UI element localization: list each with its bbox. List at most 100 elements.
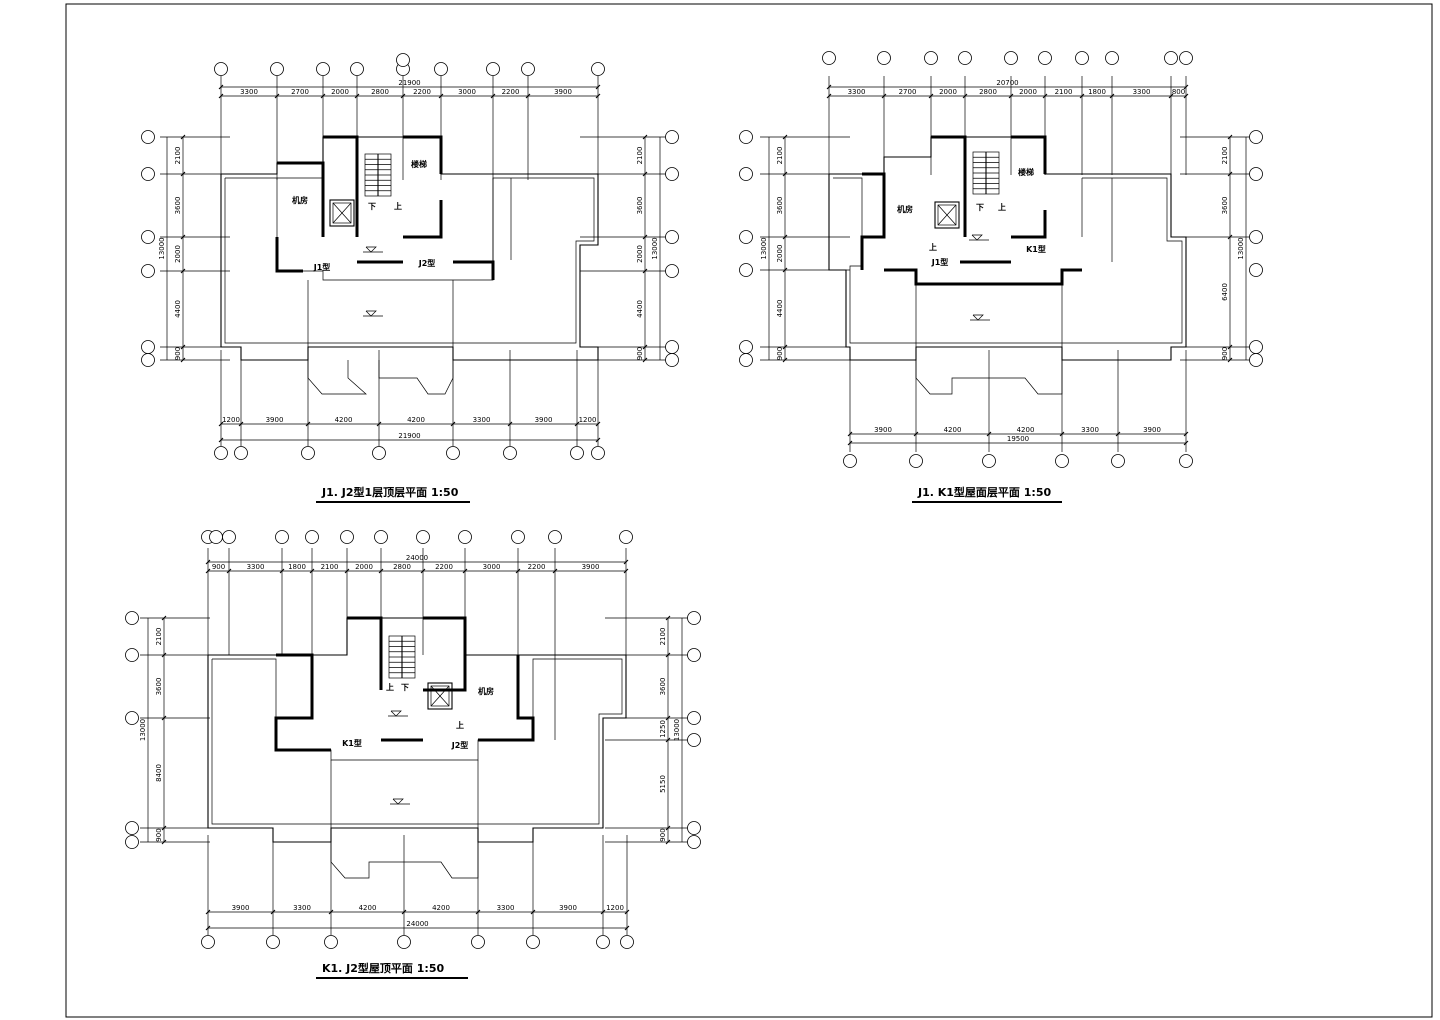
- axis-bubble-bottom: [526, 935, 540, 949]
- dimension-label: 3900: [554, 88, 572, 96]
- dimension-tick: [782, 234, 788, 240]
- elevator-shaft: [427, 682, 453, 710]
- axis-bubble-top: [958, 51, 972, 65]
- room-label: 机房: [478, 686, 494, 696]
- dimension-label: 2800: [393, 563, 411, 571]
- dimension-tick: [574, 421, 580, 427]
- dimension-label: 6400: [1221, 283, 1229, 301]
- dimension-label: 2000: [636, 245, 644, 263]
- axis-bubble-bottom: [596, 935, 610, 949]
- dimension-label: 2000: [174, 245, 182, 263]
- room-label: 上: [394, 201, 402, 211]
- axis-bubble-right: [687, 733, 701, 747]
- dimension-tick: [624, 925, 630, 931]
- dimension-tick: [320, 93, 326, 99]
- plan-title-2: J1. K1型屋面层平面 1:50: [912, 485, 1062, 503]
- dimension-tick: [642, 357, 648, 363]
- dimension-tick: [1227, 344, 1233, 350]
- axis-bubble-bottom: [1111, 454, 1125, 468]
- dimension-label: 2000: [355, 563, 373, 571]
- dimension-tick: [1227, 234, 1233, 240]
- axis-bubble-top: [214, 62, 228, 76]
- dimension-tick: [376, 421, 382, 427]
- axis-bubble-top: [1038, 51, 1052, 65]
- dimension-tick: [847, 431, 853, 437]
- dimension-tick: [450, 421, 456, 427]
- axis-bubble-bottom: [372, 446, 386, 460]
- dimension-label: 2800: [371, 88, 389, 96]
- axis-bubble-left: [141, 264, 155, 278]
- dimension-label: 2100: [1055, 88, 1073, 96]
- dimension-tick: [782, 267, 788, 273]
- dimension-label: 1250: [659, 720, 667, 738]
- axis-bubble-right: [687, 711, 701, 725]
- axis-bubble-left: [739, 340, 753, 354]
- dimension-label: 2000: [331, 88, 349, 96]
- axis-bubble-right: [665, 167, 679, 181]
- dimension-label: 2100: [1221, 147, 1229, 165]
- axis-bubble-top: [591, 62, 605, 76]
- dimension-tick: [180, 234, 186, 240]
- core-wall: [347, 616, 383, 690]
- dimension-tick: [205, 559, 211, 565]
- dimension-tick: [1008, 93, 1014, 99]
- dimension-tick: [161, 615, 167, 621]
- core-wall: [1011, 135, 1047, 174]
- axis-bubble-right: [1249, 230, 1263, 244]
- dimension-label: 1800: [288, 563, 306, 571]
- total-dimension-label: 13000: [1237, 237, 1245, 259]
- dimension-tick: [1183, 440, 1189, 446]
- dimension-label: 3300: [240, 88, 258, 96]
- dimension-tick: [507, 421, 513, 427]
- core-wall: [275, 237, 303, 273]
- dimension-tick: [665, 652, 671, 658]
- dimension-tick: [1227, 171, 1233, 177]
- axis-bubble-top: [222, 530, 236, 544]
- dimension-tick: [205, 925, 211, 931]
- dimension-label: 3600: [1221, 197, 1229, 215]
- axis-bubble-top: [434, 62, 448, 76]
- axis-bubble-top: [416, 530, 430, 544]
- elevator-shaft: [934, 201, 960, 229]
- total-dimension-label: 19500: [1007, 435, 1029, 443]
- dimension-tick: [623, 568, 629, 574]
- core-wall: [274, 653, 331, 752]
- dimension-tick: [1183, 431, 1189, 437]
- axis-bubble-left: [141, 230, 155, 244]
- core-wall: [277, 161, 325, 237]
- axis-bubble-bottom: [620, 935, 634, 949]
- dimension-tick: [986, 431, 992, 437]
- dimension-tick: [595, 421, 601, 427]
- axis-bubble-bottom: [570, 446, 584, 460]
- core-wall: [860, 172, 886, 270]
- dimension-label: 900: [155, 828, 163, 841]
- total-dimension-label: 13000: [158, 237, 166, 259]
- axis-bubble-top: [1105, 51, 1119, 65]
- dimension-tick: [401, 909, 407, 915]
- axis-bubble-bottom: [503, 446, 517, 460]
- dimension-tick: [218, 84, 224, 90]
- axis-bubble-top: [1179, 51, 1193, 65]
- dimension-tick: [1042, 93, 1048, 99]
- dimension-tick: [530, 909, 536, 915]
- room-label: 楼梯: [411, 159, 427, 169]
- dimension-label: 3300: [1133, 88, 1151, 96]
- bay-window: [915, 360, 1063, 395]
- dimension-label: 3000: [483, 563, 501, 571]
- axis-bubble-top: [1004, 51, 1018, 65]
- dimension-label: 3900: [1143, 426, 1161, 434]
- room-label: J1型: [313, 262, 331, 272]
- elevator-car: [332, 202, 352, 224]
- dimension-label: 3600: [776, 197, 784, 215]
- total-dimension-label: 21900: [398, 79, 420, 87]
- dimension-label: 3600: [636, 197, 644, 215]
- dimension-label: 3900: [559, 904, 577, 912]
- dimension-tick: [624, 909, 630, 915]
- plan-title-3: K1. J2型屋顶平面 1:50: [316, 961, 468, 979]
- dimension-tick: [218, 437, 224, 443]
- dimension-tick: [1183, 93, 1189, 99]
- dimension-label: 3900: [535, 416, 553, 424]
- elevator-shaft: [329, 199, 355, 227]
